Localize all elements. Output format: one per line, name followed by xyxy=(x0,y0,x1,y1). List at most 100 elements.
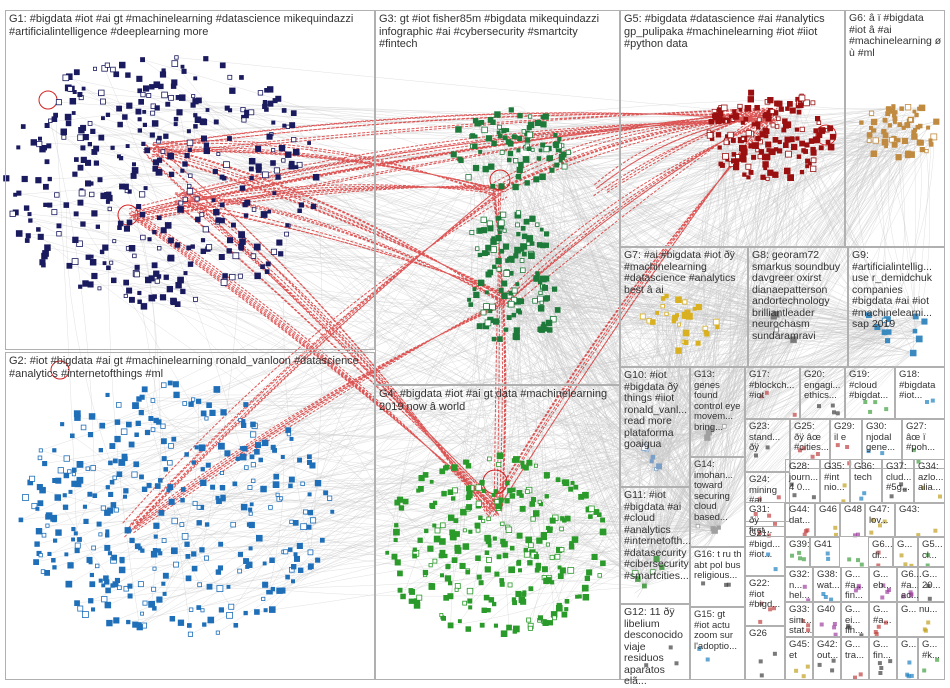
node[interactable] xyxy=(916,459,921,464)
node[interactable] xyxy=(175,95,181,100)
node[interactable] xyxy=(933,118,940,125)
node[interactable] xyxy=(533,176,538,181)
node[interactable] xyxy=(859,633,864,638)
node[interactable] xyxy=(224,450,231,457)
node[interactable] xyxy=(465,569,470,575)
node[interactable] xyxy=(817,404,821,409)
node[interactable] xyxy=(536,566,541,571)
node[interactable] xyxy=(77,537,82,542)
node[interactable] xyxy=(441,490,447,497)
node[interactable] xyxy=(909,673,914,678)
node[interactable] xyxy=(278,251,284,257)
node[interactable] xyxy=(815,116,821,122)
node[interactable] xyxy=(593,509,600,515)
node[interactable] xyxy=(659,564,665,570)
node[interactable] xyxy=(37,500,44,507)
node[interactable] xyxy=(485,557,492,563)
node[interactable] xyxy=(468,529,473,534)
node[interactable] xyxy=(186,129,191,134)
node[interactable] xyxy=(538,290,543,296)
node[interactable] xyxy=(484,319,492,327)
node[interactable] xyxy=(799,169,805,175)
node[interactable] xyxy=(549,517,556,524)
node[interactable] xyxy=(235,456,240,461)
node[interactable] xyxy=(134,432,139,437)
node[interactable] xyxy=(281,158,286,163)
node[interactable] xyxy=(83,518,89,525)
node[interactable] xyxy=(76,240,83,247)
node[interactable] xyxy=(195,97,202,104)
node[interactable] xyxy=(841,499,846,504)
node[interactable] xyxy=(488,597,495,603)
node[interactable] xyxy=(60,128,68,135)
node[interactable] xyxy=(479,622,485,628)
node[interactable] xyxy=(519,258,525,263)
node[interactable] xyxy=(173,116,179,122)
node[interactable] xyxy=(118,566,126,574)
node[interactable] xyxy=(226,248,232,254)
node[interactable] xyxy=(801,619,805,623)
node[interactable] xyxy=(526,241,531,246)
node[interactable] xyxy=(874,323,881,330)
node[interactable] xyxy=(492,318,500,325)
node[interactable] xyxy=(307,549,314,556)
node[interactable] xyxy=(520,598,527,605)
node[interactable] xyxy=(498,183,505,190)
node[interactable] xyxy=(142,110,147,114)
node[interactable] xyxy=(127,583,133,589)
node[interactable] xyxy=(128,244,136,252)
node[interactable] xyxy=(22,494,29,501)
node[interactable] xyxy=(47,176,52,182)
node[interactable] xyxy=(45,523,50,528)
node[interactable] xyxy=(933,528,938,533)
node[interactable] xyxy=(255,163,262,170)
node[interactable] xyxy=(745,130,752,137)
node[interactable] xyxy=(810,100,816,106)
node[interactable] xyxy=(796,109,802,115)
node[interactable] xyxy=(82,611,89,618)
node[interactable] xyxy=(43,202,48,208)
node[interactable] xyxy=(522,156,530,163)
node[interactable] xyxy=(522,251,527,257)
node[interactable] xyxy=(124,527,131,534)
node[interactable] xyxy=(125,72,131,78)
node[interactable] xyxy=(215,217,222,223)
node[interactable] xyxy=(146,93,152,98)
node[interactable] xyxy=(564,607,569,612)
node[interactable] xyxy=(866,449,871,454)
node[interactable] xyxy=(80,221,86,227)
node[interactable] xyxy=(160,438,167,445)
node[interactable] xyxy=(188,607,194,612)
node[interactable] xyxy=(487,456,492,462)
node[interactable] xyxy=(163,274,169,280)
node[interactable] xyxy=(506,624,512,631)
node[interactable] xyxy=(153,417,159,424)
node[interactable] xyxy=(219,202,225,208)
node[interactable] xyxy=(465,485,472,492)
node[interactable] xyxy=(465,174,472,181)
node[interactable] xyxy=(830,668,835,673)
node[interactable] xyxy=(200,479,207,486)
node[interactable] xyxy=(870,150,878,157)
node[interactable] xyxy=(144,147,151,154)
node[interactable] xyxy=(264,269,270,275)
node[interactable] xyxy=(283,549,289,555)
node[interactable] xyxy=(542,284,549,291)
node[interactable] xyxy=(195,216,201,223)
node[interactable] xyxy=(112,475,117,480)
node[interactable] xyxy=(476,323,483,330)
node[interactable] xyxy=(211,198,216,203)
node[interactable] xyxy=(496,461,502,467)
node[interactable] xyxy=(286,432,291,437)
node[interactable] xyxy=(76,460,84,468)
node[interactable] xyxy=(135,108,142,115)
node[interactable] xyxy=(112,458,118,464)
node[interactable] xyxy=(716,525,721,530)
node[interactable] xyxy=(516,231,521,237)
node[interactable] xyxy=(136,624,143,631)
node[interactable] xyxy=(250,421,256,428)
node[interactable] xyxy=(484,290,489,295)
node[interactable] xyxy=(73,211,79,217)
node[interactable] xyxy=(533,554,539,560)
node[interactable] xyxy=(789,107,796,114)
